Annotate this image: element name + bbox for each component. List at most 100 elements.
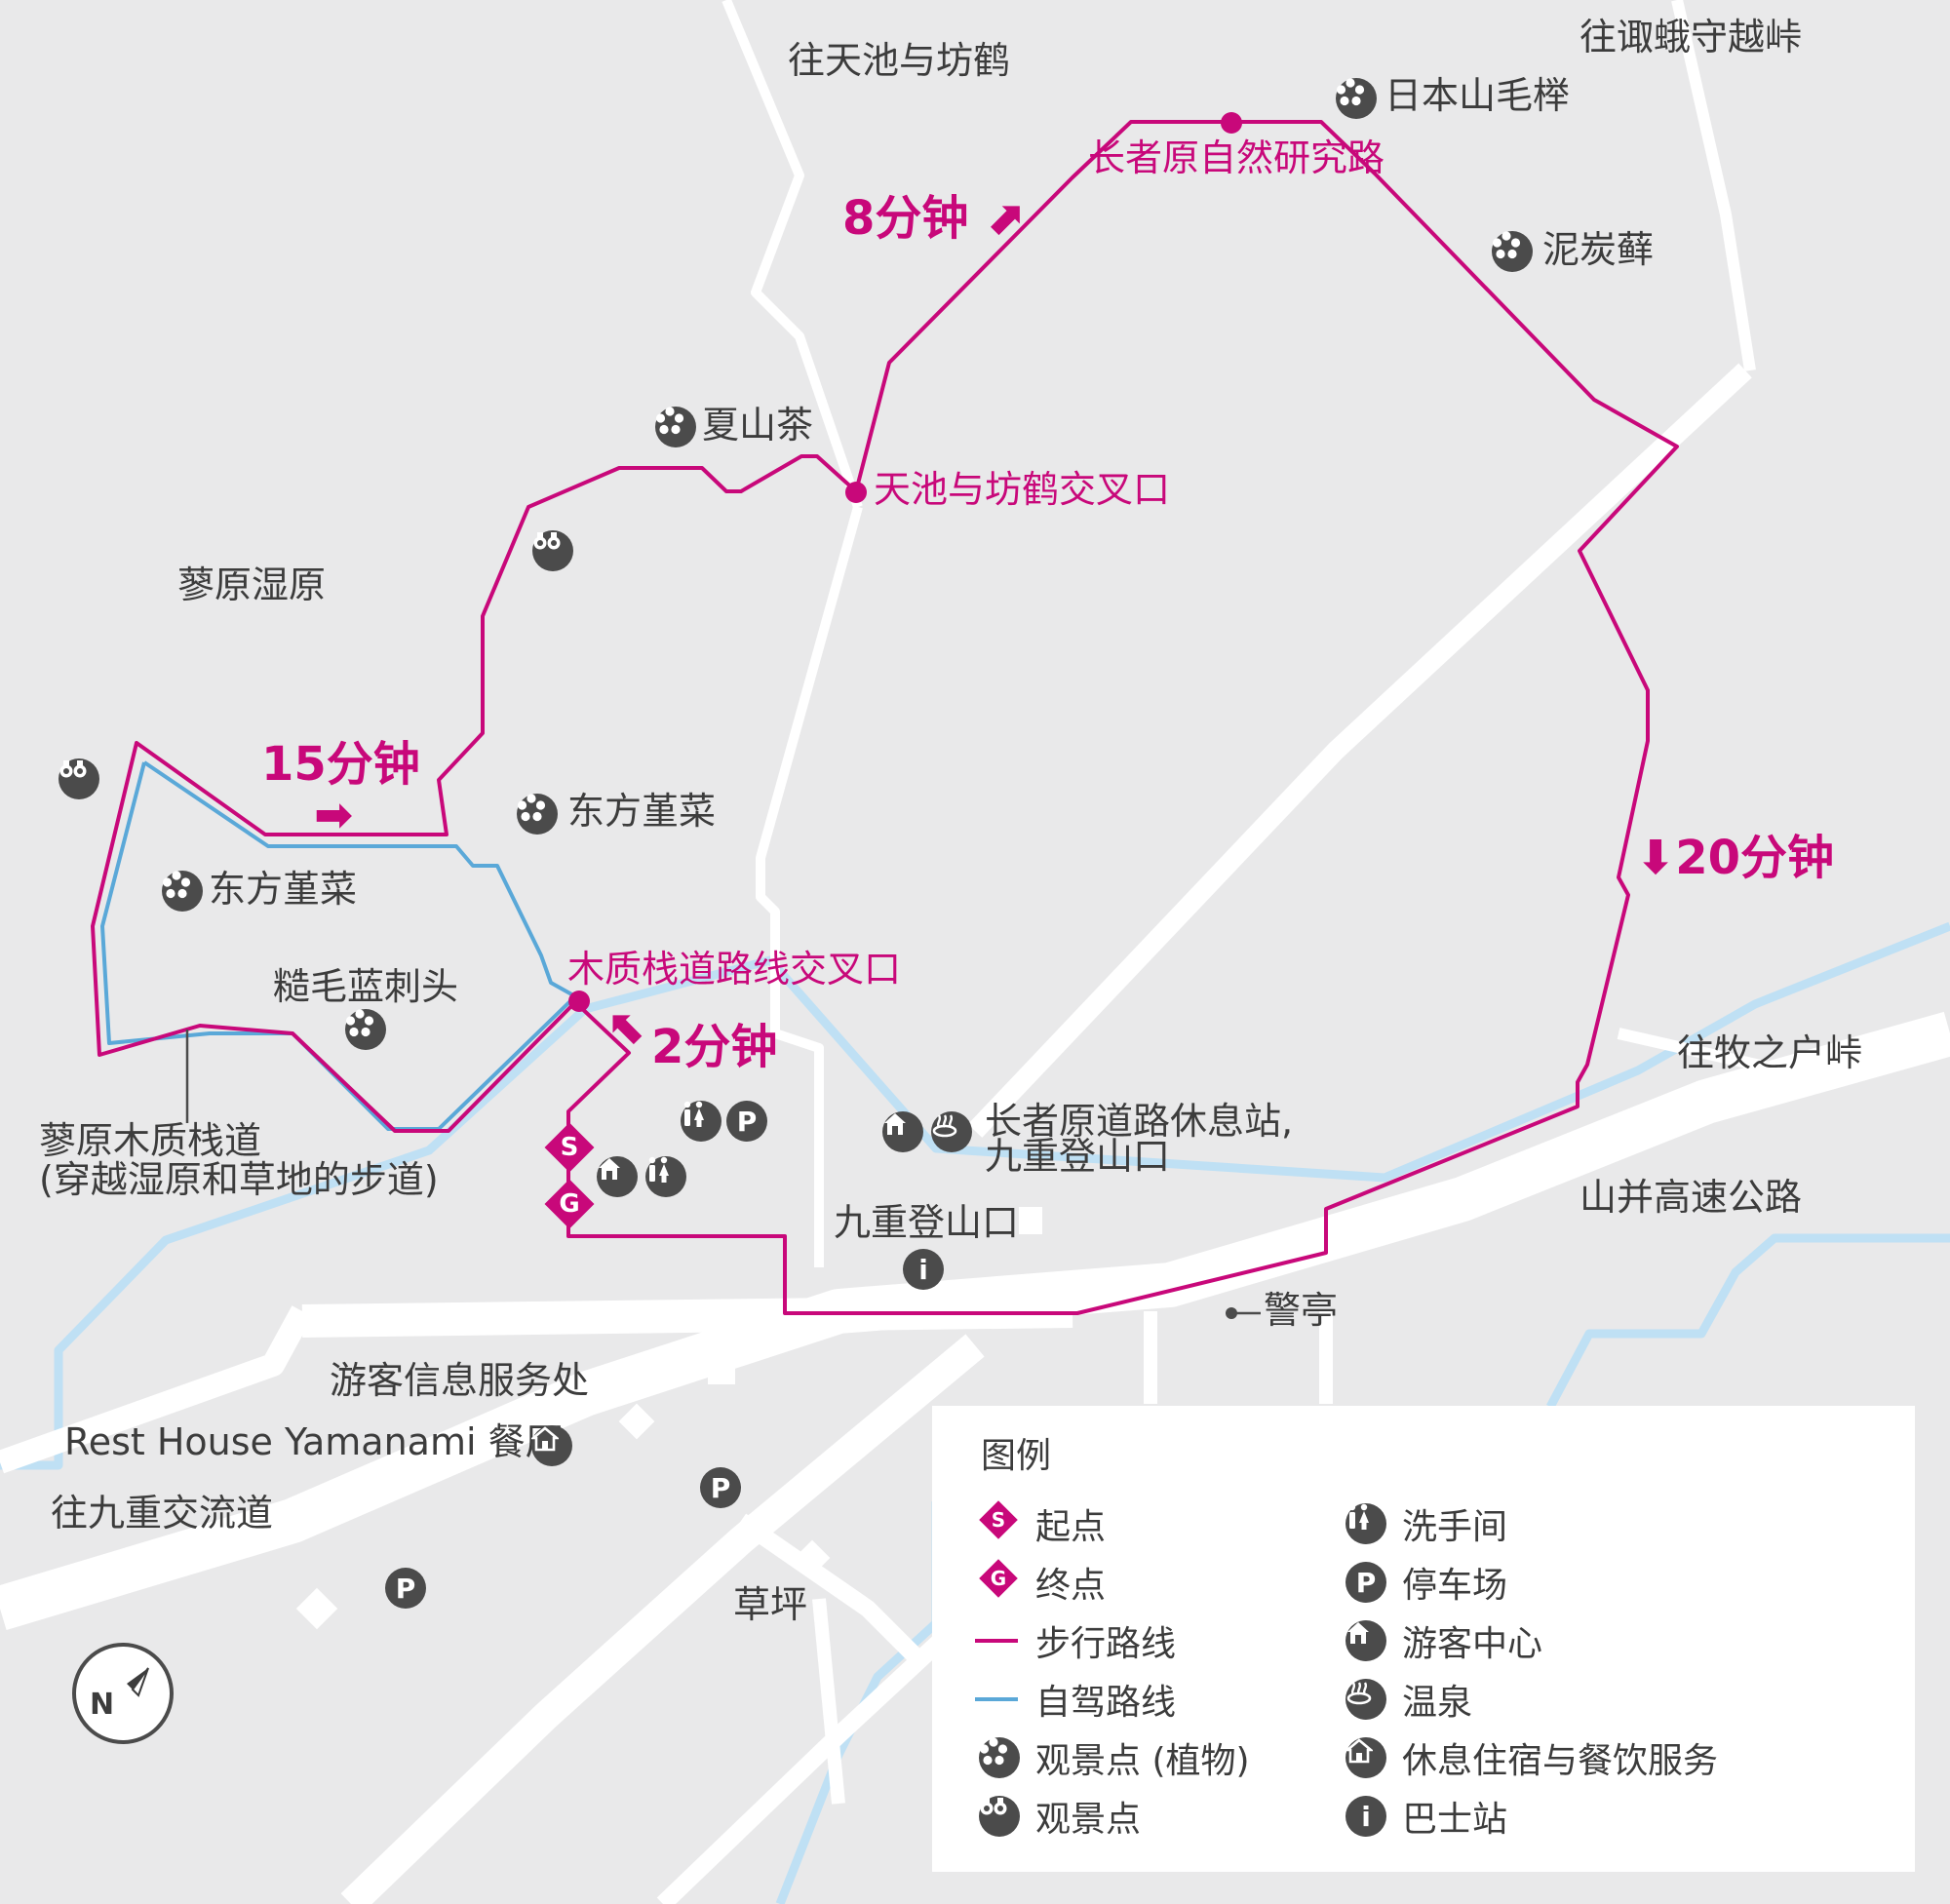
walking-line-icon [975, 1617, 1022, 1664]
start-diamond-icon: S [975, 1500, 1022, 1547]
arrow-up-right-icon: ⬈ [985, 191, 1025, 246]
time-8min-text: 8分钟 [842, 191, 969, 246]
road-south-1 [735, 1513, 923, 1664]
legend-label: 洗手间 [1402, 1507, 1508, 1547]
legend-label: 步行路线 [1035, 1624, 1177, 1664]
michinoeki-label: 长者原道路休息站, [985, 1100, 1294, 1143]
road-center-south [756, 505, 863, 1267]
time-label-20min: ⬇20分钟 [1636, 831, 1834, 887]
legend: 图例 S 起点 G 终点 步行路线 自驾路线 观景点 (植物) 观景点 洗手间 [932, 1406, 1915, 1872]
walking-route [91, 120, 1679, 1315]
direction-makinoto: 往牧之户峠 [1677, 1031, 1863, 1074]
bus-stop-icon: i [903, 1249, 944, 1290]
legend-label: 游客中心 [1402, 1624, 1543, 1664]
road-diagonal [340, 1334, 985, 1904]
building [1019, 1207, 1042, 1234]
tourist-info-label: 游客信息服务处 [330, 1359, 590, 1402]
legend-label: 起点 [1035, 1507, 1107, 1547]
legend-item: i 巴士站 [1342, 1793, 1507, 1840]
legend-label: 停车场 [1402, 1566, 1508, 1606]
plant-icon [975, 1734, 1022, 1781]
legend-label: 自驾路线 [1035, 1683, 1177, 1723]
boardwalk-junction-label: 木质栈道路线交叉口 [567, 948, 902, 991]
legend-item: 观景点 (植物) [975, 1734, 1250, 1781]
lodging-icon [531, 1425, 572, 1466]
buildings [295, 1207, 1042, 1630]
road-east-small [1617, 1028, 1835, 1088]
parking-icon: P [385, 1568, 426, 1609]
building [618, 1403, 655, 1440]
legend-item: S 起点 [975, 1500, 1106, 1547]
thistle-label: 糙毛蓝刺头 [273, 965, 459, 1008]
compass-needle-icon [127, 1667, 149, 1697]
legend-item: 步行路线 [975, 1617, 1176, 1664]
legend-label: 终点 [1035, 1566, 1107, 1606]
building [794, 1539, 831, 1576]
arrow-down-icon: ⬇ [1636, 831, 1676, 885]
legend-item: 温泉 [1342, 1676, 1472, 1723]
tadewara-marsh-label: 蓼原湿原 [177, 563, 327, 606]
rest-house-label: Rest House Yamanami 餐厅 [64, 1420, 563, 1463]
direction-kuju-interchange: 往九重交流道 [51, 1492, 274, 1535]
river-main [0, 921, 1950, 1470]
parking-icon: P [1342, 1559, 1388, 1606]
stewartia-label: 夏山茶 [702, 404, 814, 447]
lawn-label: 草坪 [733, 1583, 808, 1626]
compass-north-letter: N [90, 1688, 115, 1722]
parking-icon: P [726, 1101, 767, 1142]
driving-line-icon [975, 1676, 1022, 1723]
violet-label-east: 东方堇菜 [567, 790, 717, 833]
arrow-up-left-icon: ⬉ [608, 1000, 648, 1055]
legend-label: 休息住宿与餐饮服务 [1402, 1741, 1719, 1781]
building [599, 1370, 632, 1403]
compass: N [72, 1643, 174, 1744]
toilet-icon [1342, 1500, 1388, 1547]
plant-icon [517, 794, 558, 835]
toilet-icon [645, 1156, 686, 1197]
legend-label: 观景点 [1035, 1800, 1142, 1840]
highway-label: 山并高速公路 [1580, 1176, 1803, 1219]
goal-diamond-icon: G [975, 1559, 1022, 1606]
tadewara-boardwalk-label: 蓼原木质栈道 [39, 1119, 262, 1162]
legend-label: 巴士站 [1402, 1800, 1508, 1840]
boardwalk-leader-line [185, 1030, 189, 1123]
start-marker: S [544, 1122, 595, 1173]
time-label-2min: 2分钟 [651, 1020, 778, 1074]
research-road-label: 长者原自然研究路 [1088, 136, 1385, 179]
start-marker-letter: S [560, 1133, 579, 1162]
binoculars-icon [532, 530, 573, 571]
river-south [1546, 1233, 1950, 1410]
legend-title: 图例 [981, 1436, 1052, 1476]
legend-item: P 停车场 [1342, 1559, 1507, 1606]
binoculars-icon [975, 1793, 1022, 1840]
tadewara-boardwalk-sublabel: (穿越湿原和草地的步道) [39, 1158, 439, 1201]
beech-label: 日本山毛榉 [1384, 74, 1571, 117]
boardwalk-junction-dot [568, 991, 590, 1012]
plant-icon [1336, 78, 1377, 119]
road-plaza-west [0, 1305, 313, 1474]
binoculars-icon [58, 758, 99, 799]
legend-item: 洗手间 [1342, 1500, 1507, 1547]
direction-segamori: 往诹蛾守越峠 [1580, 16, 1803, 58]
building [295, 1587, 338, 1630]
visitor-center-icon [882, 1111, 923, 1152]
michinoeki-sublabel: 九重登山口 [985, 1135, 1171, 1178]
road-south-2 [812, 1598, 845, 1805]
time-20min-text: 20分钟 [1675, 831, 1835, 885]
police-box-label: 警亭 [1264, 1289, 1339, 1332]
time-label-8min: 8分钟 ⬈ [842, 191, 1024, 248]
police-box-marker [1226, 1307, 1261, 1319]
legend-label: 观景点 (植物) [1035, 1741, 1250, 1781]
lodging-icon [1342, 1734, 1388, 1781]
visitor-center-icon [1342, 1617, 1388, 1664]
goal-marker: G [544, 1179, 595, 1229]
peat-moss-label: 泥炭藓 [1542, 228, 1655, 271]
plant-icon [1492, 231, 1533, 272]
road-north-center [722, 0, 863, 509]
road-north-east [1671, 0, 1756, 371]
legend-item: G 终点 [975, 1559, 1106, 1606]
arrow-right-icon: ➡ [314, 788, 354, 842]
